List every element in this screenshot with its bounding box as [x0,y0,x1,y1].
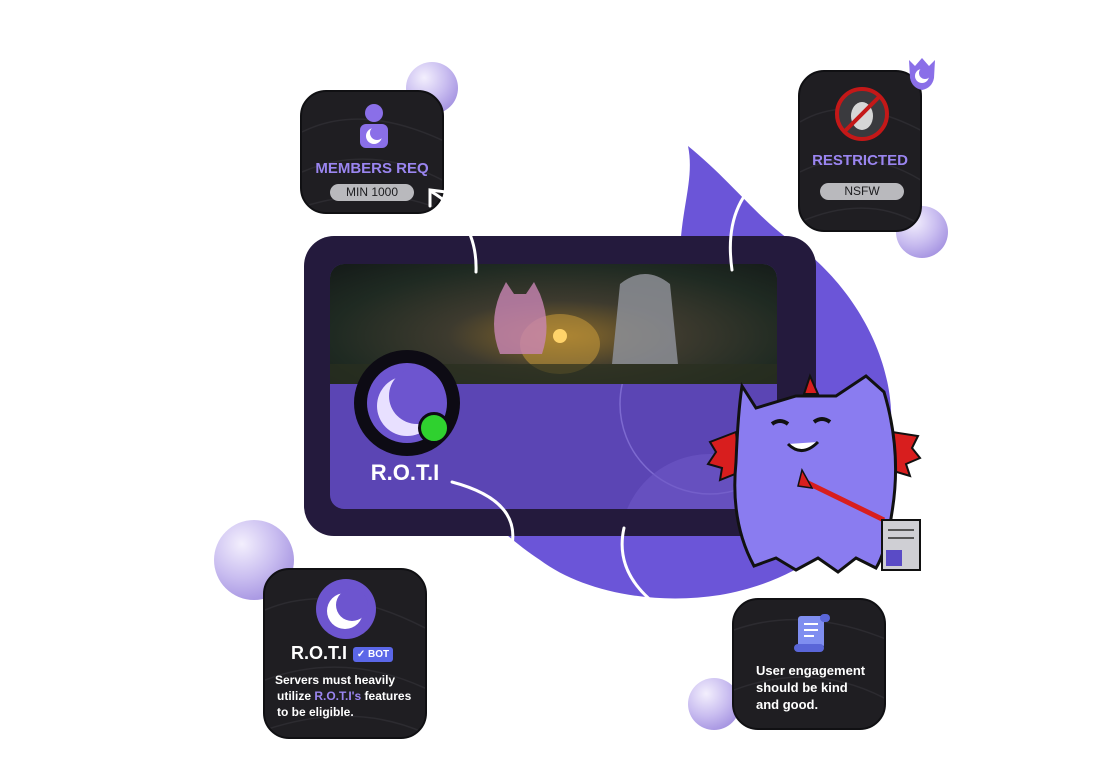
bot-badge: ✓ BOT [353,647,393,662]
shield-icon [909,58,935,90]
bot-desc-line: Servers must heavily [275,673,396,687]
engagement-line: User engagement [756,663,866,678]
server-banner-image [330,264,777,384]
check-icon: ✓ [356,649,369,660]
bot-desc-highlight: R.O.T.I's [314,689,362,703]
engagement-card: User engagement should be kind and good. [732,598,886,730]
server-avatar[interactable] [354,350,460,456]
bot-desc-line: to be eligible. [277,705,354,719]
scroll-document-icon [794,614,830,652]
engagement-line: and good. [756,697,819,712]
devil-ghost-mascot [706,373,922,574]
members-pill: MIN 1000 [330,184,414,201]
prohibited-icon [835,87,889,141]
bot-badge-label: BOT [368,649,390,660]
online-status-dot [418,412,450,444]
members-requirement-card: MEMBERS REQ MIN 1000 [300,90,444,214]
bot-desc-text: features [361,689,412,703]
bot-description: Servers must heavily utilize R.O.T.I's f… [275,672,425,720]
bot-name: R.O.T.I [291,643,348,663]
engagement-text: User engagement should be kind and good. [756,662,884,713]
engagement-line: should be kind [756,680,848,695]
bot-desc-line: utilize R.O.T.I's features [275,688,425,704]
restricted-title: RESTRICTED [812,152,908,169]
bot-info-card: R.O.T.I ✓ BOT Servers must heavily utili… [263,568,427,739]
restricted-card: RESTRICTED NSFW [798,70,922,232]
members-title: MEMBERS REQ [315,160,429,177]
bot-avatar-icon [316,579,376,639]
bot-desc-text: utilize [277,689,315,703]
server-name: R.O.T.I [370,460,440,485]
decorative-orb [688,678,740,730]
member-icon [360,104,388,148]
restricted-pill: NSFW [820,183,904,200]
